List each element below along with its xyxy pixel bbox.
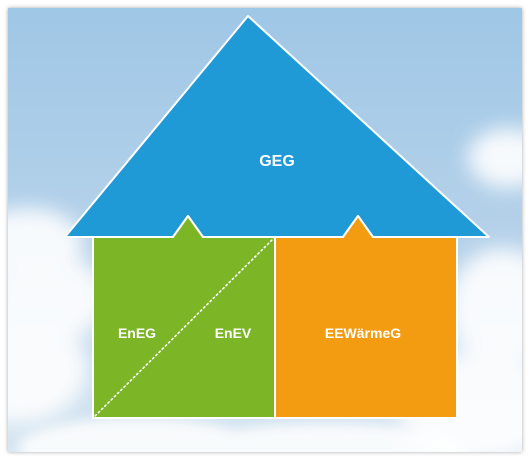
eewaermeg-label: EEWärmeG — [325, 325, 401, 341]
enev-label: EnEV — [215, 325, 252, 341]
clouds — [8, 128, 522, 452]
roof-label: GEG — [259, 153, 295, 170]
block-eewaermeg — [274, 215, 458, 419]
house-diagram: GEG EnEG EnEV EEWärmeG — [8, 8, 522, 452]
diagonal-divider — [94, 236, 276, 417]
cloud-left — [8, 208, 108, 423]
image-frame: GEG EnEG EnEV EEWärmeG — [8, 8, 522, 452]
block-eneg-enev — [92, 215, 276, 419]
eneg-label: EnEG — [118, 325, 156, 341]
cloud-bottom — [18, 418, 468, 452]
